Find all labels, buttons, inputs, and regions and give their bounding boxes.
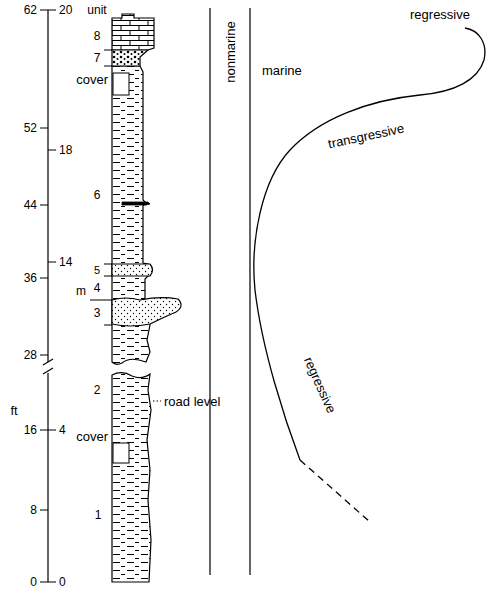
sandstone-unit xyxy=(112,264,153,276)
foot-value: 8 xyxy=(30,504,37,516)
environment-label: marine xyxy=(262,64,302,77)
meter-value: 20 xyxy=(59,4,72,16)
foot-value: 62 xyxy=(24,4,37,16)
scale-axis xyxy=(40,10,56,582)
meter-value: 14 xyxy=(59,256,72,268)
axis-line xyxy=(47,10,48,582)
sea-level-curve xyxy=(254,28,485,460)
foot-value: 52 xyxy=(24,122,37,134)
foot-value: 16 xyxy=(24,424,37,436)
foot-value: 0 xyxy=(30,576,37,588)
unit-number: 8 xyxy=(94,30,101,42)
road-level-note: road level xyxy=(164,395,220,408)
column-heading: unit xyxy=(87,4,106,16)
meter-tick xyxy=(48,10,56,582)
conglomerate-unit xyxy=(112,50,148,66)
trend-label: transgressive xyxy=(327,122,405,151)
thin-bed xyxy=(122,202,150,205)
axis-unit: ft xyxy=(10,404,17,417)
leader-line xyxy=(153,401,161,402)
cover-note: cover xyxy=(76,73,108,86)
unit-number: 7 xyxy=(94,52,101,64)
meter-value: 4 xyxy=(59,424,66,436)
unit-number: 3 xyxy=(94,307,101,319)
unit-number: 2 xyxy=(94,384,101,396)
unit-number: 4 xyxy=(94,282,101,294)
foot-value: 28 xyxy=(24,349,37,361)
cover-box xyxy=(113,443,129,463)
trend-label: regressive xyxy=(410,8,470,21)
cover-box xyxy=(113,73,129,95)
unit-tick xyxy=(90,50,112,325)
environment-label: nonmarine xyxy=(224,21,237,82)
inferred-curve xyxy=(300,460,370,522)
lithology-note: m xyxy=(76,285,86,297)
trend-label: regressive xyxy=(302,355,338,415)
panel-line xyxy=(210,8,250,575)
shale-unit xyxy=(112,373,151,582)
foot-value: 44 xyxy=(24,199,37,211)
foot-value: 36 xyxy=(24,272,37,284)
meter-value: 18 xyxy=(59,144,72,156)
unit-number: 6 xyxy=(94,189,101,201)
cover-note: cover xyxy=(76,430,108,443)
unit-number: 5 xyxy=(94,265,100,276)
axis-break xyxy=(43,359,53,374)
limestone-unit xyxy=(112,14,154,50)
unit-number: 1 xyxy=(95,509,102,521)
meter-value: 0 xyxy=(59,576,66,588)
sandstone-lens xyxy=(112,298,181,326)
foot-tick xyxy=(40,10,48,582)
